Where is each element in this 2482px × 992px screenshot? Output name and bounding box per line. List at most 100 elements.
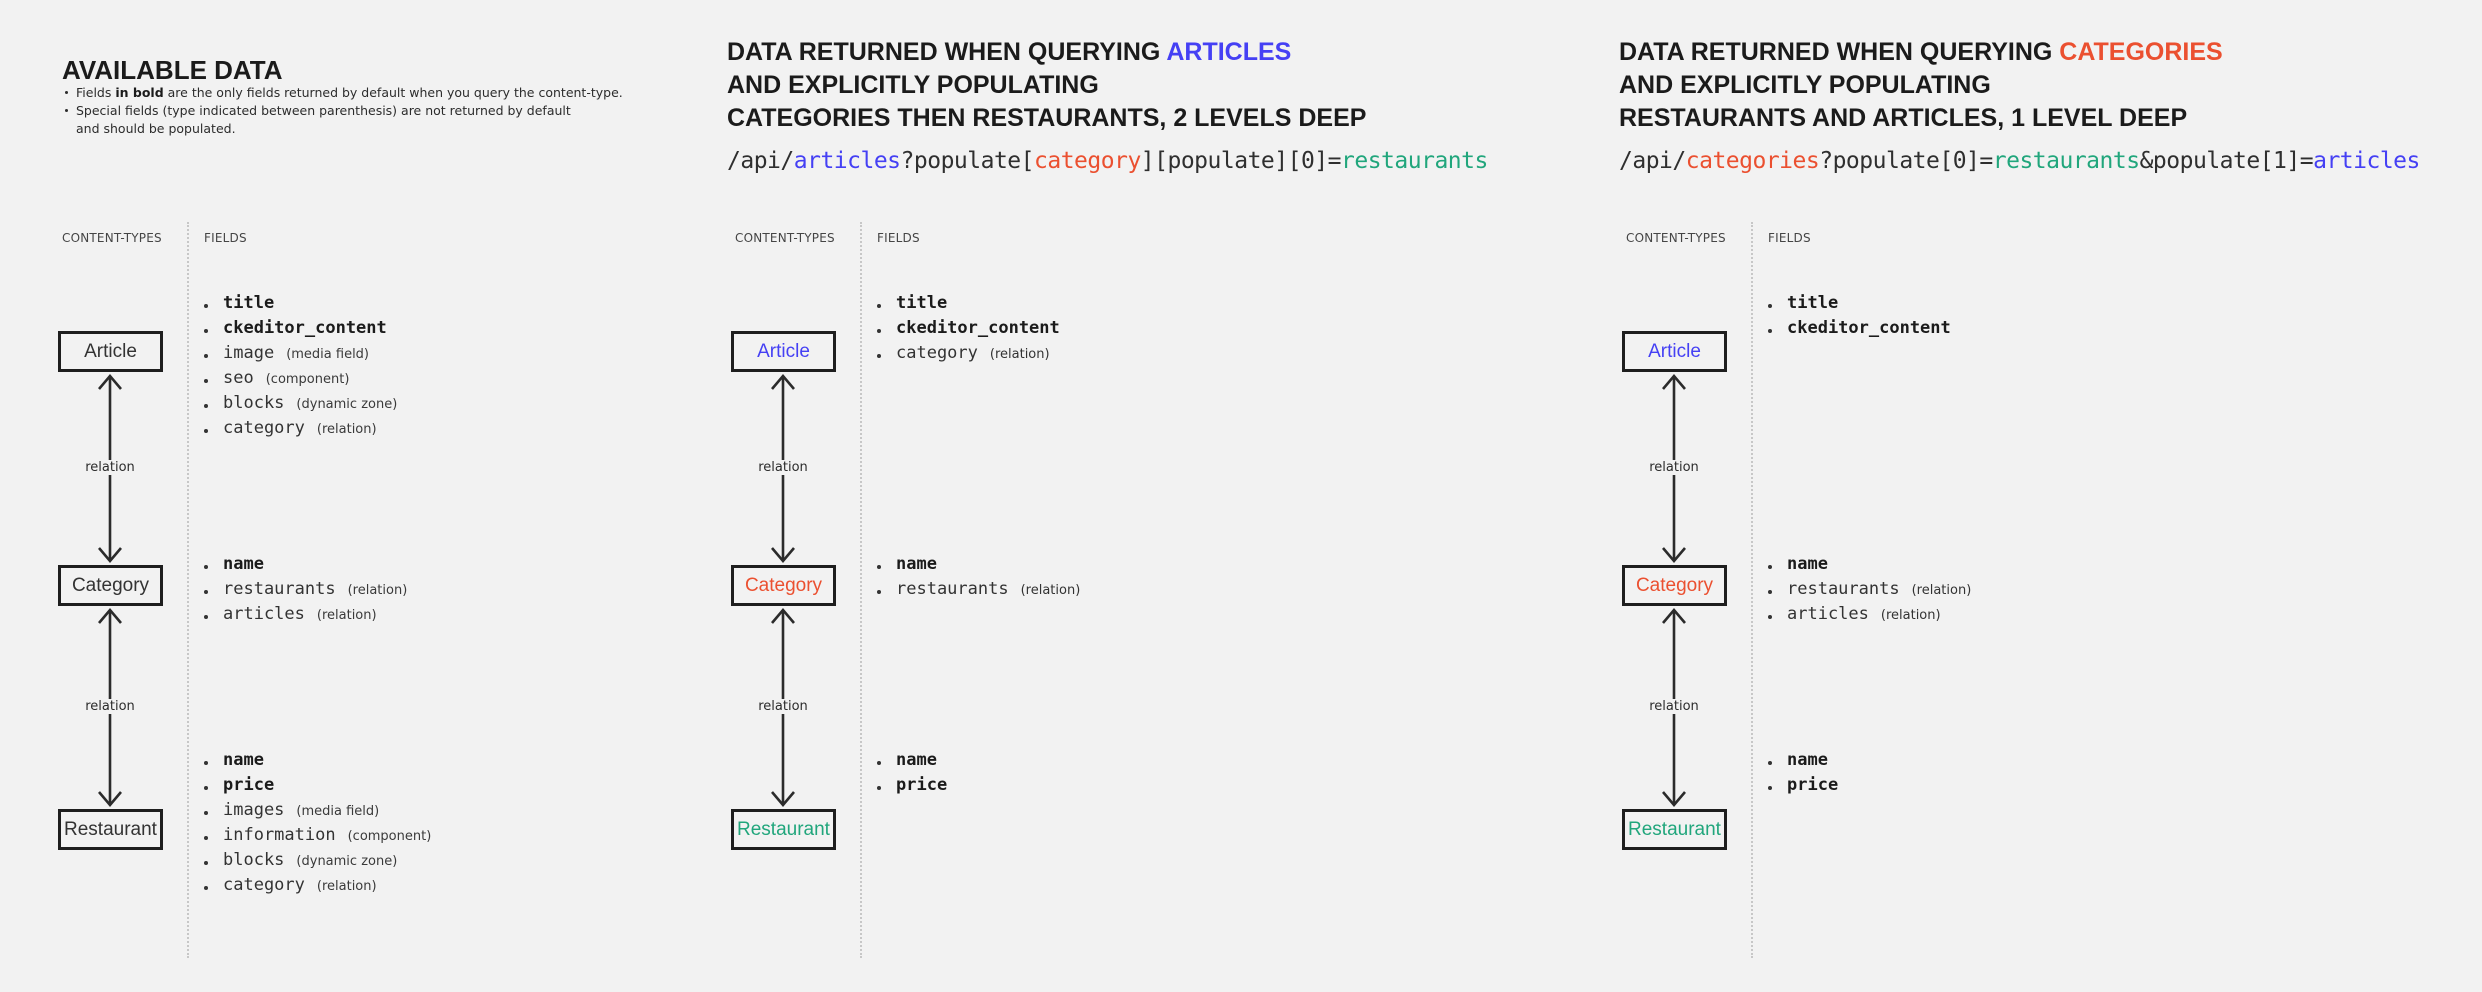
content-type-box-restaurant: Restaurant: [58, 809, 163, 850]
field-name: restaurants: [1787, 579, 1900, 599]
title-line-3: RESTAURANTS AND ARTICLES, 1 LEVEL DEEP: [1619, 104, 2188, 132]
field-name: name: [223, 554, 264, 574]
dotted-divider: [187, 222, 189, 958]
bullet-icon: [1768, 303, 1772, 308]
title-line-1: DATA RETURNED WHEN QUERYING CATEGORIES: [1619, 36, 2223, 69]
box-label: Article: [84, 340, 137, 362]
note-text: Fields: [76, 85, 116, 100]
dotted-divider: [1751, 222, 1753, 958]
bullet-icon: [204, 403, 208, 408]
url-segment: /api/: [727, 148, 794, 174]
field-type: (relation): [347, 583, 408, 598]
field-name: category: [223, 418, 305, 438]
content-type-box-restaurant: Restaurant: [731, 809, 836, 850]
bullet-icon: [204, 810, 208, 815]
field-row: restaurants(relation): [877, 579, 1291, 604]
field-name: title: [1787, 293, 1839, 313]
field-row: price: [204, 775, 618, 800]
bullet-icon: [204, 303, 208, 308]
box-label: Restaurant: [64, 818, 157, 840]
field-row: price: [1768, 775, 2182, 800]
title-line-3: CATEGORIES THEN RESTAURANTS, 2 LEVELS DE…: [727, 104, 1367, 132]
field-name: ckeditor_content: [896, 318, 1060, 338]
field-row: seo(component): [204, 368, 618, 393]
content-type-box-restaurant: Restaurant: [1622, 809, 1727, 850]
bullet-icon: [1768, 328, 1772, 333]
bullet-icon: [204, 564, 208, 569]
field-name: images: [223, 800, 285, 820]
bullet-icon: [877, 353, 881, 358]
field-name: information: [223, 825, 336, 845]
field-type: (relation): [1020, 583, 1081, 598]
field-type: (media field): [296, 804, 380, 819]
bullet-icon: [204, 428, 208, 433]
bullet-icon: [877, 328, 881, 333]
field-name: price: [223, 775, 275, 795]
relation-label: relation: [753, 699, 813, 714]
field-name: name: [223, 750, 264, 770]
field-name: name: [1787, 750, 1828, 770]
content-types-header: CONTENT-TYPES: [1626, 231, 1726, 245]
field-name: category: [223, 875, 305, 895]
title-highlight: ARTICLES: [1166, 38, 1292, 66]
field-row: category (relation): [204, 418, 618, 443]
content-type-box-category: Category: [731, 565, 836, 606]
url-segment: categories: [1685, 148, 1820, 174]
url-segment: restaurants: [1341, 148, 1488, 174]
url-segment: ?populate[: [900, 148, 1035, 174]
field-name: ckeditor_content: [223, 318, 387, 338]
bullet-icon: [877, 760, 881, 765]
note-text: and should be populated.: [76, 121, 236, 136]
url-segment: ][populate][0]=: [1140, 148, 1342, 174]
field-name: restaurants: [223, 579, 336, 599]
url-segment: &populate[1]=: [2139, 148, 2314, 174]
bullet-icon: [204, 860, 208, 865]
title-line-2: AND EXPLICITLY POPULATING: [727, 71, 1099, 99]
field-row: title: [877, 293, 1291, 318]
bullet-icon: [204, 353, 208, 358]
bullet-icon: [877, 785, 881, 790]
field-type: (media field): [286, 347, 370, 362]
field-type: (relation): [316, 608, 377, 623]
bullet-icon: [204, 328, 208, 333]
article-fields-list: title ckeditor_content category(relation): [877, 293, 1291, 368]
relation-label: relation: [1644, 699, 1704, 714]
field-type: (relation): [316, 422, 377, 437]
box-label: Restaurant: [737, 818, 830, 840]
field-row: price: [877, 775, 1291, 800]
box-label: Category: [1635, 574, 1714, 596]
field-type: (relation): [989, 347, 1050, 362]
url-segment: /api/: [1619, 148, 1686, 174]
content-types-header: CONTENT-TYPES: [62, 231, 162, 245]
note-text: Special fields (type indicated between p…: [76, 103, 571, 118]
bullet-icon: [204, 835, 208, 840]
bullet-icon: [204, 885, 208, 890]
field-row: restaurants(relation): [1768, 579, 2182, 604]
field-name: title: [896, 293, 948, 313]
field-name: blocks: [223, 393, 285, 413]
field-name: articles: [1787, 604, 1869, 624]
title-text: DATA RETURNED WHEN QUERYING: [727, 38, 1167, 66]
content-types-header: CONTENT-TYPES: [735, 231, 835, 245]
bullet-icon: [877, 564, 881, 569]
field-row: category(relation): [204, 875, 618, 900]
api-url: /api/categories?populate[0]=restaurants&…: [1619, 148, 2420, 174]
bullet-icon: [204, 378, 208, 383]
field-name: articles: [223, 604, 305, 624]
title-highlight: CATEGORIES: [2059, 38, 2223, 66]
notes-list: Fields in bold are the only fields retur…: [64, 84, 623, 138]
field-row: category(relation): [877, 343, 1291, 368]
field-name: blocks: [223, 850, 285, 870]
diagram-query-categories: CONTENT-TYPES FIELDS Article relation Ca…: [1622, 222, 2182, 973]
bullet-icon: [877, 589, 881, 594]
note-item: Special fields (type indicated between p…: [64, 102, 623, 138]
bullet-icon: [204, 785, 208, 790]
field-name: image: [223, 343, 275, 363]
bullet-icon: [1768, 614, 1772, 619]
box-label: Restaurant: [1628, 818, 1721, 840]
url-segment: ?populate[0]=: [1819, 148, 1993, 174]
box-label: Category: [744, 574, 823, 596]
